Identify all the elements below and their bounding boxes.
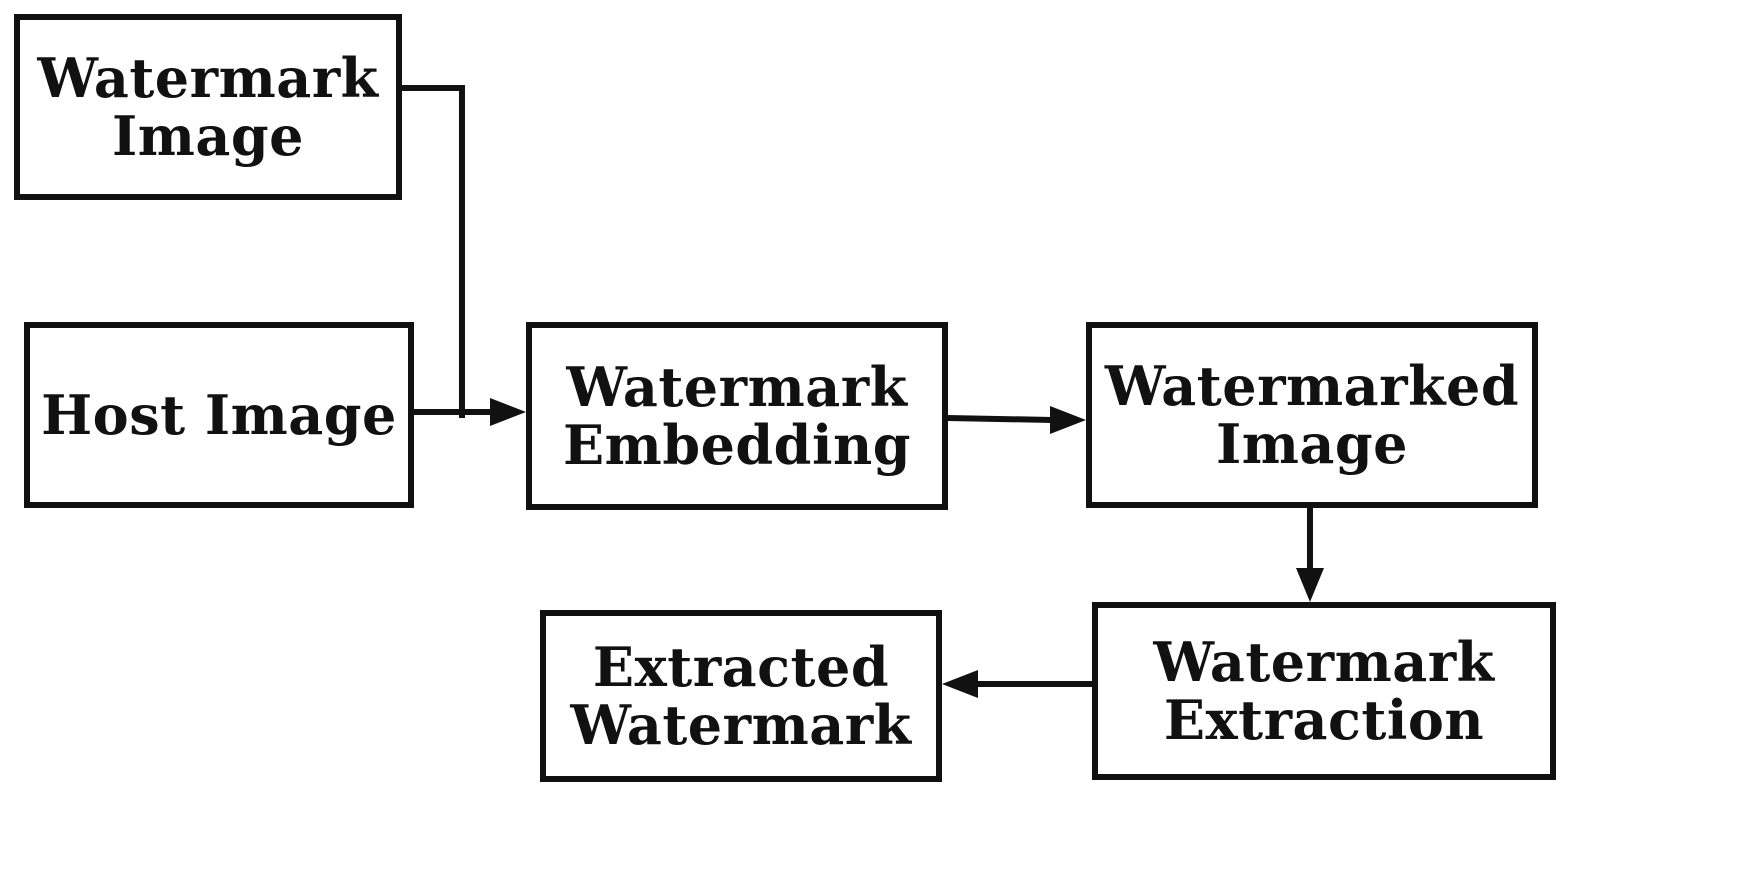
node-host-image-label: Host Image: [41, 386, 397, 444]
node-watermark-extraction-line2: Extraction: [1163, 688, 1485, 752]
node-watermark-embedding-line1: Watermark: [566, 355, 908, 419]
node-watermarked-image-label: Watermarked Image: [1105, 357, 1519, 473]
arrowhead-into-watermarked: [1050, 406, 1086, 434]
node-watermark-embedding-label: Watermark Embedding: [563, 358, 911, 474]
node-watermark-image-label: Watermark Image: [37, 49, 378, 165]
node-watermarked-image: Watermarked Image: [1086, 322, 1538, 508]
node-host-image: Host Image: [24, 322, 414, 508]
node-watermarked-image-line2: Image: [1215, 412, 1408, 476]
node-extracted-watermark-line2: Watermark: [570, 693, 912, 757]
node-extracted-watermark-line1: Extracted: [592, 635, 890, 699]
node-watermark-extraction: Watermark Extraction: [1092, 602, 1556, 780]
node-host-image-line1: Host Image: [41, 383, 397, 447]
edge-watermark-image-to-embedding: [402, 85, 465, 418]
node-watermark-image: Watermark Image: [14, 14, 402, 200]
node-extracted-watermark: Extracted Watermark: [540, 610, 942, 782]
edge-embedding-to-watermarked: [947, 415, 1053, 423]
node-watermark-image-line1: Watermark: [37, 46, 379, 110]
node-watermark-image-line2: Image: [111, 104, 304, 168]
node-watermark-extraction-line1: Watermark: [1153, 630, 1495, 694]
node-extracted-watermark-label: Extracted Watermark: [570, 638, 911, 754]
node-watermarked-image-line1: Watermarked: [1104, 354, 1520, 418]
node-watermark-embedding-line2: Embedding: [563, 413, 911, 477]
node-watermark-extraction-label: Watermark Extraction: [1153, 633, 1494, 749]
arrowhead-into-extraction: [1296, 568, 1324, 602]
arrowhead-into-embedding: [490, 398, 526, 426]
arrowhead-into-extracted: [942, 670, 978, 698]
node-watermark-embedding: Watermark Embedding: [526, 322, 948, 510]
